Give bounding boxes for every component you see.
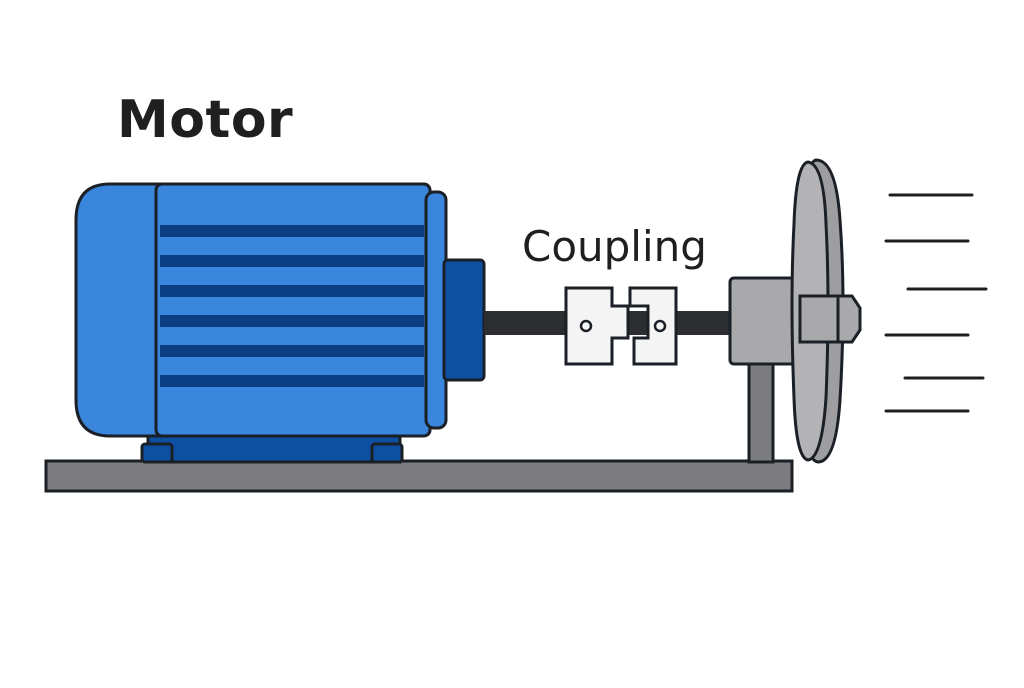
motor-label: Motor (117, 90, 294, 150)
fan-pedestal (747, 360, 775, 464)
motor-feet (140, 432, 404, 464)
motor-cooling-fins (160, 225, 424, 387)
fan-hub (798, 294, 842, 344)
coupling-label: Coupling (522, 222, 707, 271)
motor (74, 182, 486, 438)
airflow-lines (884, 193, 988, 413)
fan-nose-cone (836, 294, 862, 344)
base-plate (44, 459, 794, 493)
coupling (564, 286, 678, 366)
fan-bearing-housing (728, 276, 802, 366)
propeller-fan (790, 158, 862, 464)
coupling-half-right (628, 286, 678, 366)
coupling-half-left (564, 286, 630, 366)
motor-flange (442, 258, 486, 382)
